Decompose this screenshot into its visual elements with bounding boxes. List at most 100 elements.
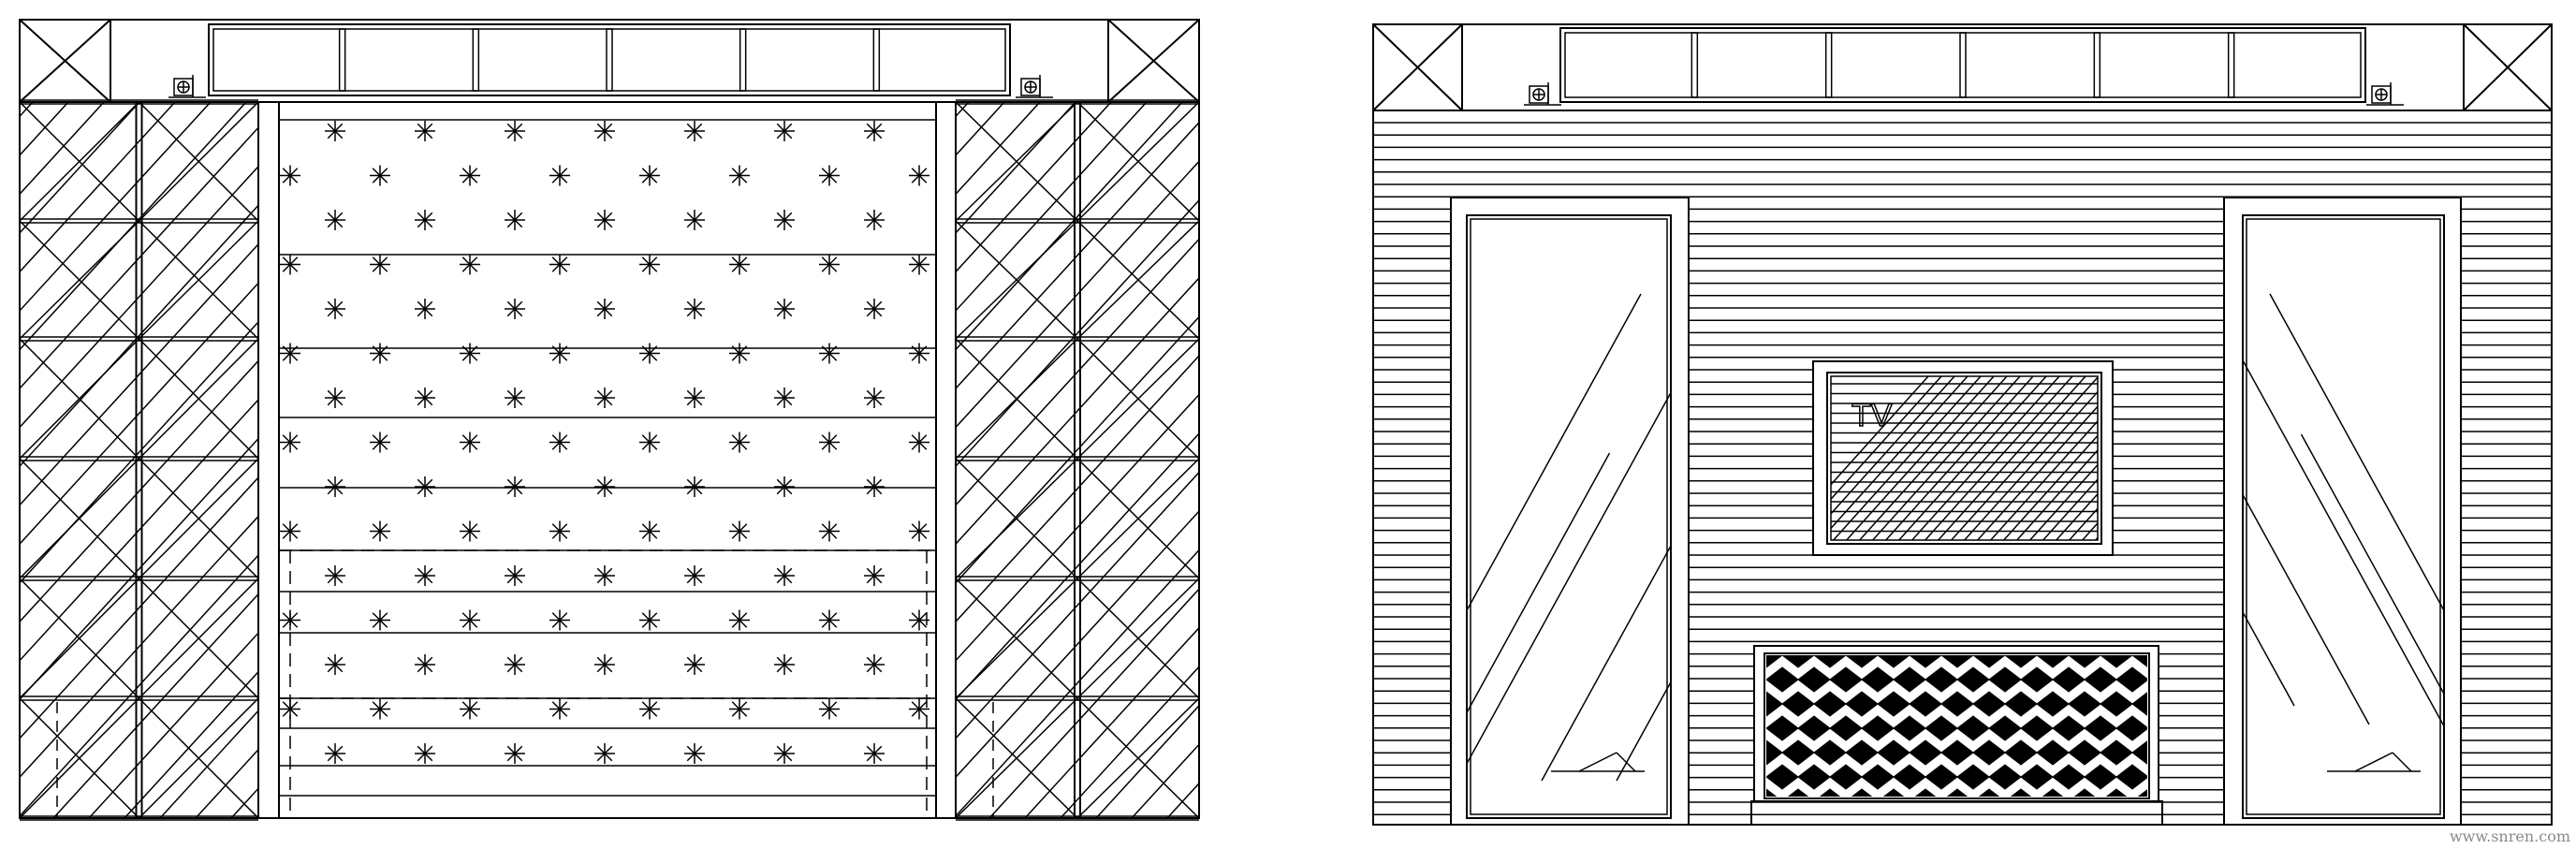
glass-hatch: [20, 437, 258, 701]
diamond: [2084, 666, 2117, 693]
socket-icon: [168, 75, 206, 98]
star-motif: [639, 432, 660, 453]
glass-hatch: [20, 554, 258, 817]
glass-hatch: [242, 102, 898, 818]
star-stroke: [282, 168, 299, 183]
star-motif: [460, 520, 480, 542]
star-stroke: [327, 389, 344, 406]
glass-hatch: [20, 242, 258, 506]
tv-diag: [2055, 492, 2098, 540]
star-motif: [505, 388, 525, 408]
star-stroke: [731, 612, 748, 628]
diamond: [1845, 739, 1879, 766]
top-window: [1559, 27, 2366, 103]
diamond: [2052, 764, 2086, 790]
star-stroke: [551, 701, 568, 717]
window-mullion: [1959, 32, 1967, 98]
star-stroke: [282, 345, 299, 361]
reflection: [2300, 433, 2444, 695]
diamond: [2084, 764, 2117, 790]
star-motif: [505, 210, 525, 230]
diamond: [1781, 655, 1815, 668]
star-motif: [864, 388, 885, 408]
corner-cross-box: [1372, 23, 1463, 111]
star-motif: [864, 121, 885, 141]
center-fabric-panel: [257, 101, 957, 819]
star-stroke: [686, 745, 703, 762]
star-stroke: [641, 701, 658, 717]
door-glass-inner: [2246, 218, 2441, 815]
tv-diag: [2042, 478, 2098, 540]
star-stroke: [731, 345, 748, 361]
diamond: [1851, 788, 1873, 797]
watermark: www.snren.com: [2449, 827, 2570, 845]
star-stroke: [731, 701, 748, 717]
star-stroke: [686, 300, 703, 317]
diamond: [1940, 691, 1974, 717]
star-stroke: [506, 300, 523, 317]
diamond: [2131, 655, 2147, 667]
window-mullion: [2093, 32, 2101, 98]
star-stroke: [641, 612, 658, 628]
glass-hatch: [1060, 666, 1199, 818]
glass-hatch: [20, 102, 212, 313]
cross: [1076, 697, 1199, 818]
glass-hatch: [20, 359, 258, 623]
star-motif: [684, 388, 705, 408]
star-stroke: [686, 123, 703, 139]
diamond: [1940, 655, 1974, 668]
star-motif: [684, 299, 705, 319]
diamond: [2042, 788, 2064, 797]
mirror-hatch: [2243, 293, 2444, 728]
star-motif: [594, 743, 615, 764]
cross: [1076, 220, 1199, 340]
glass-hatch: [338, 102, 993, 818]
glass-hatch: [956, 160, 1199, 429]
handle: [2392, 752, 2412, 772]
diamond: [2105, 788, 2128, 797]
door-glass-inner: [1470, 218, 1668, 815]
tv-diag: [1858, 376, 2008, 540]
star-motif: [505, 565, 525, 586]
diagonal: [1372, 23, 1463, 111]
glass-hatch: [20, 204, 258, 468]
star-motif: [774, 476, 795, 497]
star-stroke: [686, 656, 703, 673]
star-motif: [370, 343, 390, 364]
star-stroke: [372, 256, 388, 272]
star-stroke: [776, 745, 793, 762]
diamond: [1988, 764, 2022, 790]
star-stroke: [327, 745, 344, 762]
cross: [20, 338, 140, 460]
star-motif: [819, 432, 840, 453]
star-stroke: [417, 567, 433, 584]
diamond: [1877, 655, 1910, 668]
star-motif: [594, 299, 615, 319]
diamond: [1861, 666, 1895, 693]
star-stroke: [821, 434, 838, 450]
star-stroke: [776, 300, 793, 317]
diamond: [1861, 764, 1895, 790]
glass-hatch: [956, 102, 970, 118]
star-motif: [864, 476, 885, 497]
star-motif: [325, 743, 345, 764]
star-stroke: [776, 567, 793, 584]
diamond: [1877, 739, 1910, 766]
diamond: [1766, 764, 1799, 790]
star-stroke: [506, 212, 523, 228]
left-elevation: [19, 19, 1200, 821]
star-motif: [684, 565, 705, 586]
star-motif: [684, 654, 705, 675]
tv-diag: [1831, 376, 1969, 530]
tv-diag: [1871, 376, 2021, 540]
star-stroke: [282, 256, 299, 272]
star-motif: [370, 698, 390, 720]
window-mullion: [1824, 32, 1833, 98]
cross: [138, 220, 258, 340]
star-stroke: [866, 300, 883, 317]
right-side-panel: [242, 99, 1200, 821]
star-stroke: [417, 745, 433, 762]
glass-hatch: [956, 102, 1183, 351]
star-motif: [684, 743, 705, 764]
